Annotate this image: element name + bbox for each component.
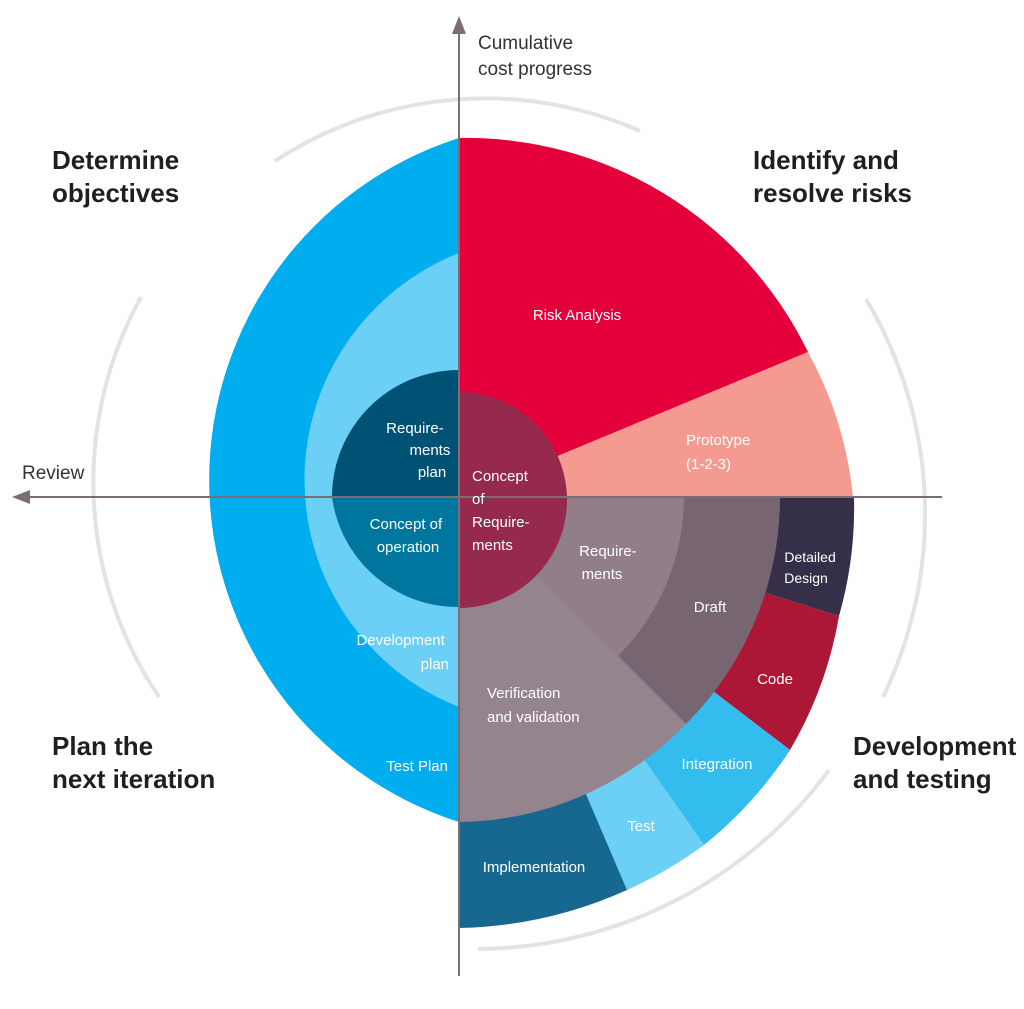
- axis-label-line: Cumulative: [478, 33, 574, 54]
- quadrant-title-line: objectives: [52, 178, 180, 208]
- quadrant-title-line: and testing: [853, 764, 992, 794]
- label-concept-of-requirements: Concept of Require- ments: [472, 468, 534, 554]
- label-concept-of-operation: Concept of operation: [370, 516, 447, 556]
- label-integration: Integration: [682, 756, 753, 773]
- label-implementation: Implementation: [483, 859, 586, 876]
- label-prototype: Prototype (1-2-3): [686, 432, 754, 473]
- quadrant-title-plan-next-iteration: Plan the next iteration: [52, 730, 215, 796]
- quadrant-title-identify-risks: Identify and resolve risks: [753, 144, 912, 210]
- segment-requirements-plan: [332, 370, 459, 497]
- quadrant-title-line: Determine: [52, 145, 180, 175]
- segment-risk-analysis: [459, 137, 808, 497]
- quadrant-title-line: next iteration: [52, 764, 216, 794]
- segment-concept-of-requirements: [459, 392, 567, 608]
- outer-arc-left: [91, 296, 161, 699]
- review-arrowhead: [12, 490, 30, 504]
- quadrant-title-line: Plan the: [52, 731, 154, 761]
- label-development-plan: Development plan: [356, 632, 449, 673]
- quadrant-title-line: Identify and: [753, 145, 899, 175]
- axis-label-cumulative-cost: Cumulative cost progress: [478, 31, 592, 83]
- segment-concept-of-operation: [332, 497, 459, 608]
- outer-arc-top: [273, 96, 641, 163]
- label-risk-analysis: Risk Analysis: [533, 307, 621, 324]
- cumulative-cost-arrowhead: [452, 16, 466, 34]
- quadrant-title-line: resolve risks: [753, 178, 913, 208]
- outer-arc-right: [864, 297, 928, 698]
- label-requirements: Require- ments: [579, 543, 641, 583]
- label-test: Test: [627, 818, 655, 835]
- outer-arc-bottom: [477, 768, 831, 951]
- quadrant-title-determine-objectives: Determine objectives: [52, 144, 179, 210]
- label-test-plan: Test Plan: [386, 758, 448, 775]
- axis-label-line: cost progress: [478, 59, 593, 80]
- label-detailed-design: Detailed Design: [784, 549, 839, 586]
- label-requirements-plan: Require- ments plan: [386, 420, 454, 481]
- label-verification-and-validation: Verification and validation: [487, 685, 580, 726]
- label-draft: Draft: [694, 599, 727, 616]
- axis-label-review: Review: [22, 463, 85, 484]
- quadrant-title-development-and-testing: Development and testing: [853, 730, 1016, 796]
- label-code: Code: [757, 671, 793, 688]
- quadrant-title-line: Development: [853, 731, 1017, 761]
